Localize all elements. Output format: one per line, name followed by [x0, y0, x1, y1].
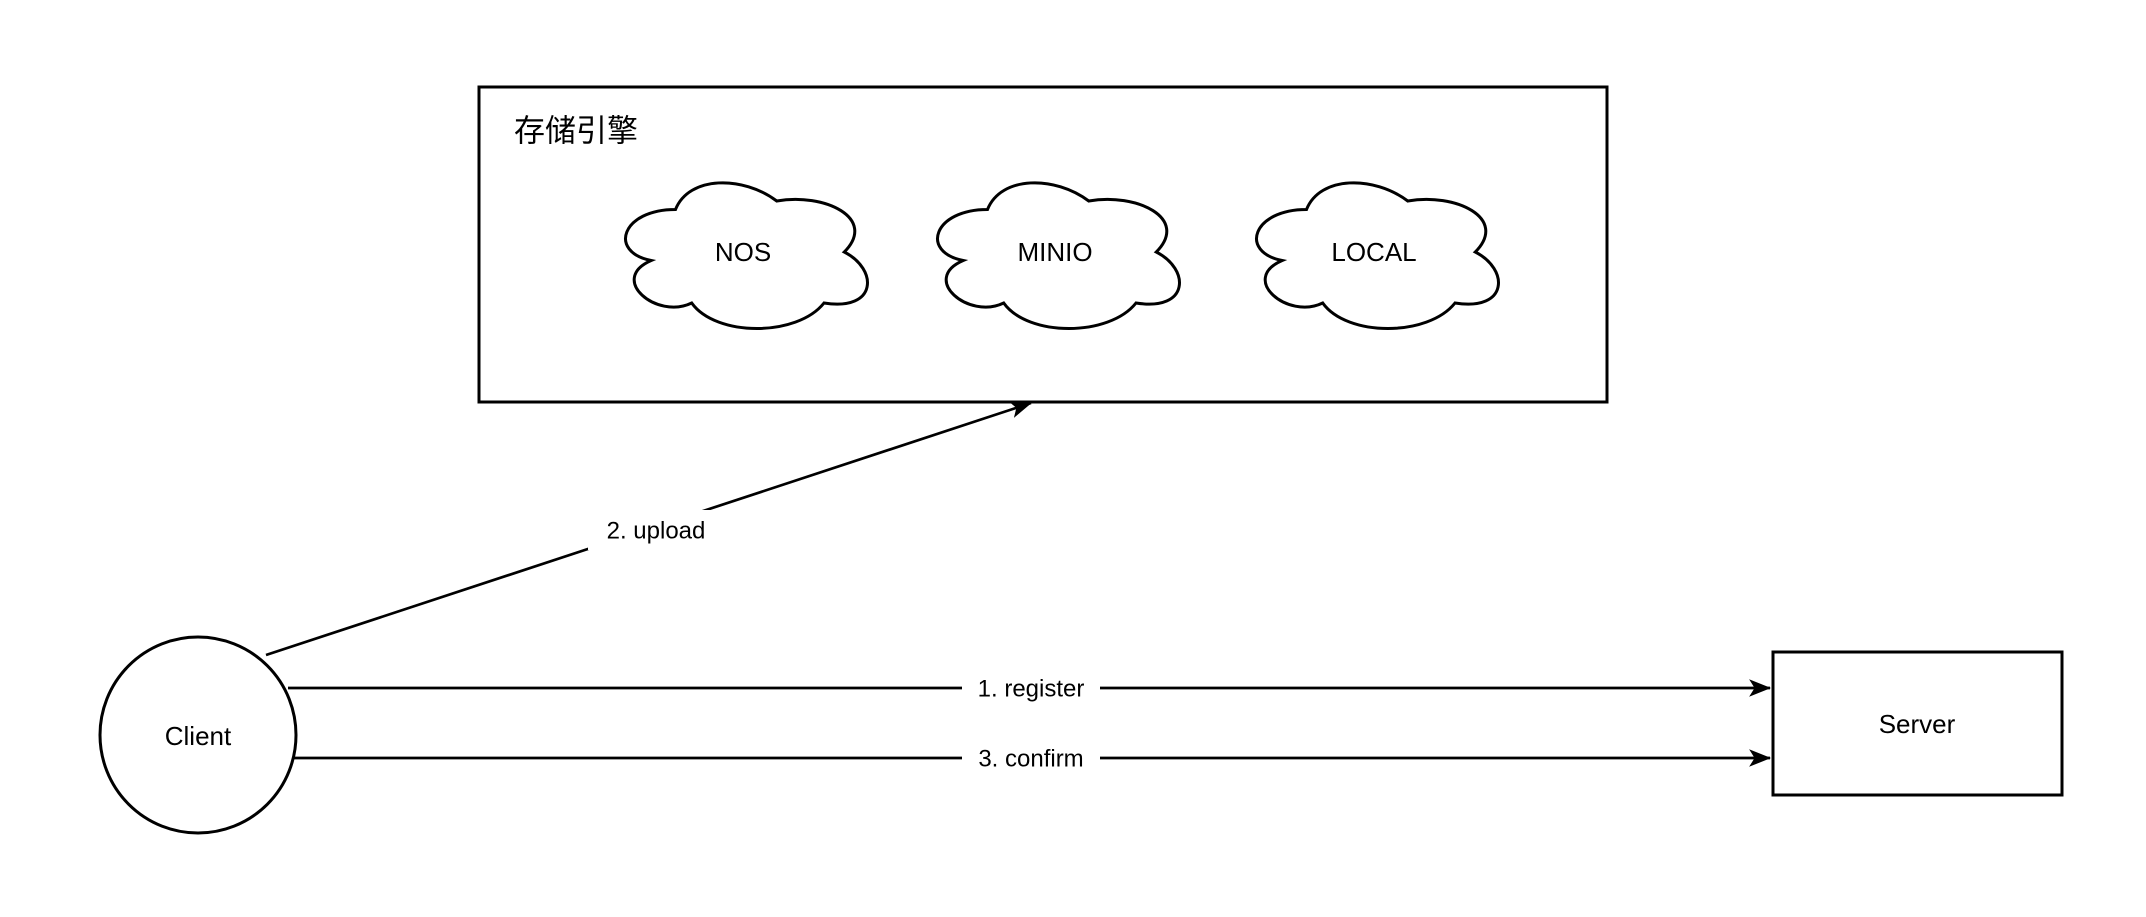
local-cloud-label: LOCAL — [1331, 237, 1416, 267]
nos-cloud-label: NOS — [715, 237, 771, 267]
cloud-shape — [1255, 181, 1500, 330]
cloud-shape — [936, 181, 1181, 330]
nos-cloud-node: NOS — [624, 181, 869, 330]
edge-confirm: 3. confirm — [293, 740, 1772, 776]
confirm-edge-label: 3. confirm — [978, 746, 1083, 773]
register-label-background — [962, 670, 1100, 706]
client-label: Client — [165, 721, 232, 751]
local-cloud-node: LOCAL — [1255, 181, 1500, 330]
edge-register: 1. register — [288, 670, 1772, 706]
minio-cloud-node: MINIO — [936, 181, 1181, 330]
register-edge-label: 1. register — [978, 676, 1085, 703]
server-box — [1771, 650, 2064, 797]
edge-upload: 2. upload — [265, 401, 1033, 657]
upload-label-background — [588, 510, 724, 550]
storage-engine-group-label: 存储引擎 — [514, 114, 638, 149]
server-node: Server — [1771, 650, 2064, 797]
client-circle — [98, 635, 298, 835]
minio-cloud-label: MINIO — [1017, 237, 1092, 267]
client-node: Client — [98, 635, 298, 835]
confirm-label-background — [962, 740, 1100, 776]
storage-engine-group: 存储引擎 NOS MINIO LOCAL — [477, 85, 1609, 404]
cloud-shape — [624, 181, 869, 330]
upload-edge-label: 2. upload — [607, 518, 706, 545]
server-label: Server — [1879, 709, 1956, 739]
